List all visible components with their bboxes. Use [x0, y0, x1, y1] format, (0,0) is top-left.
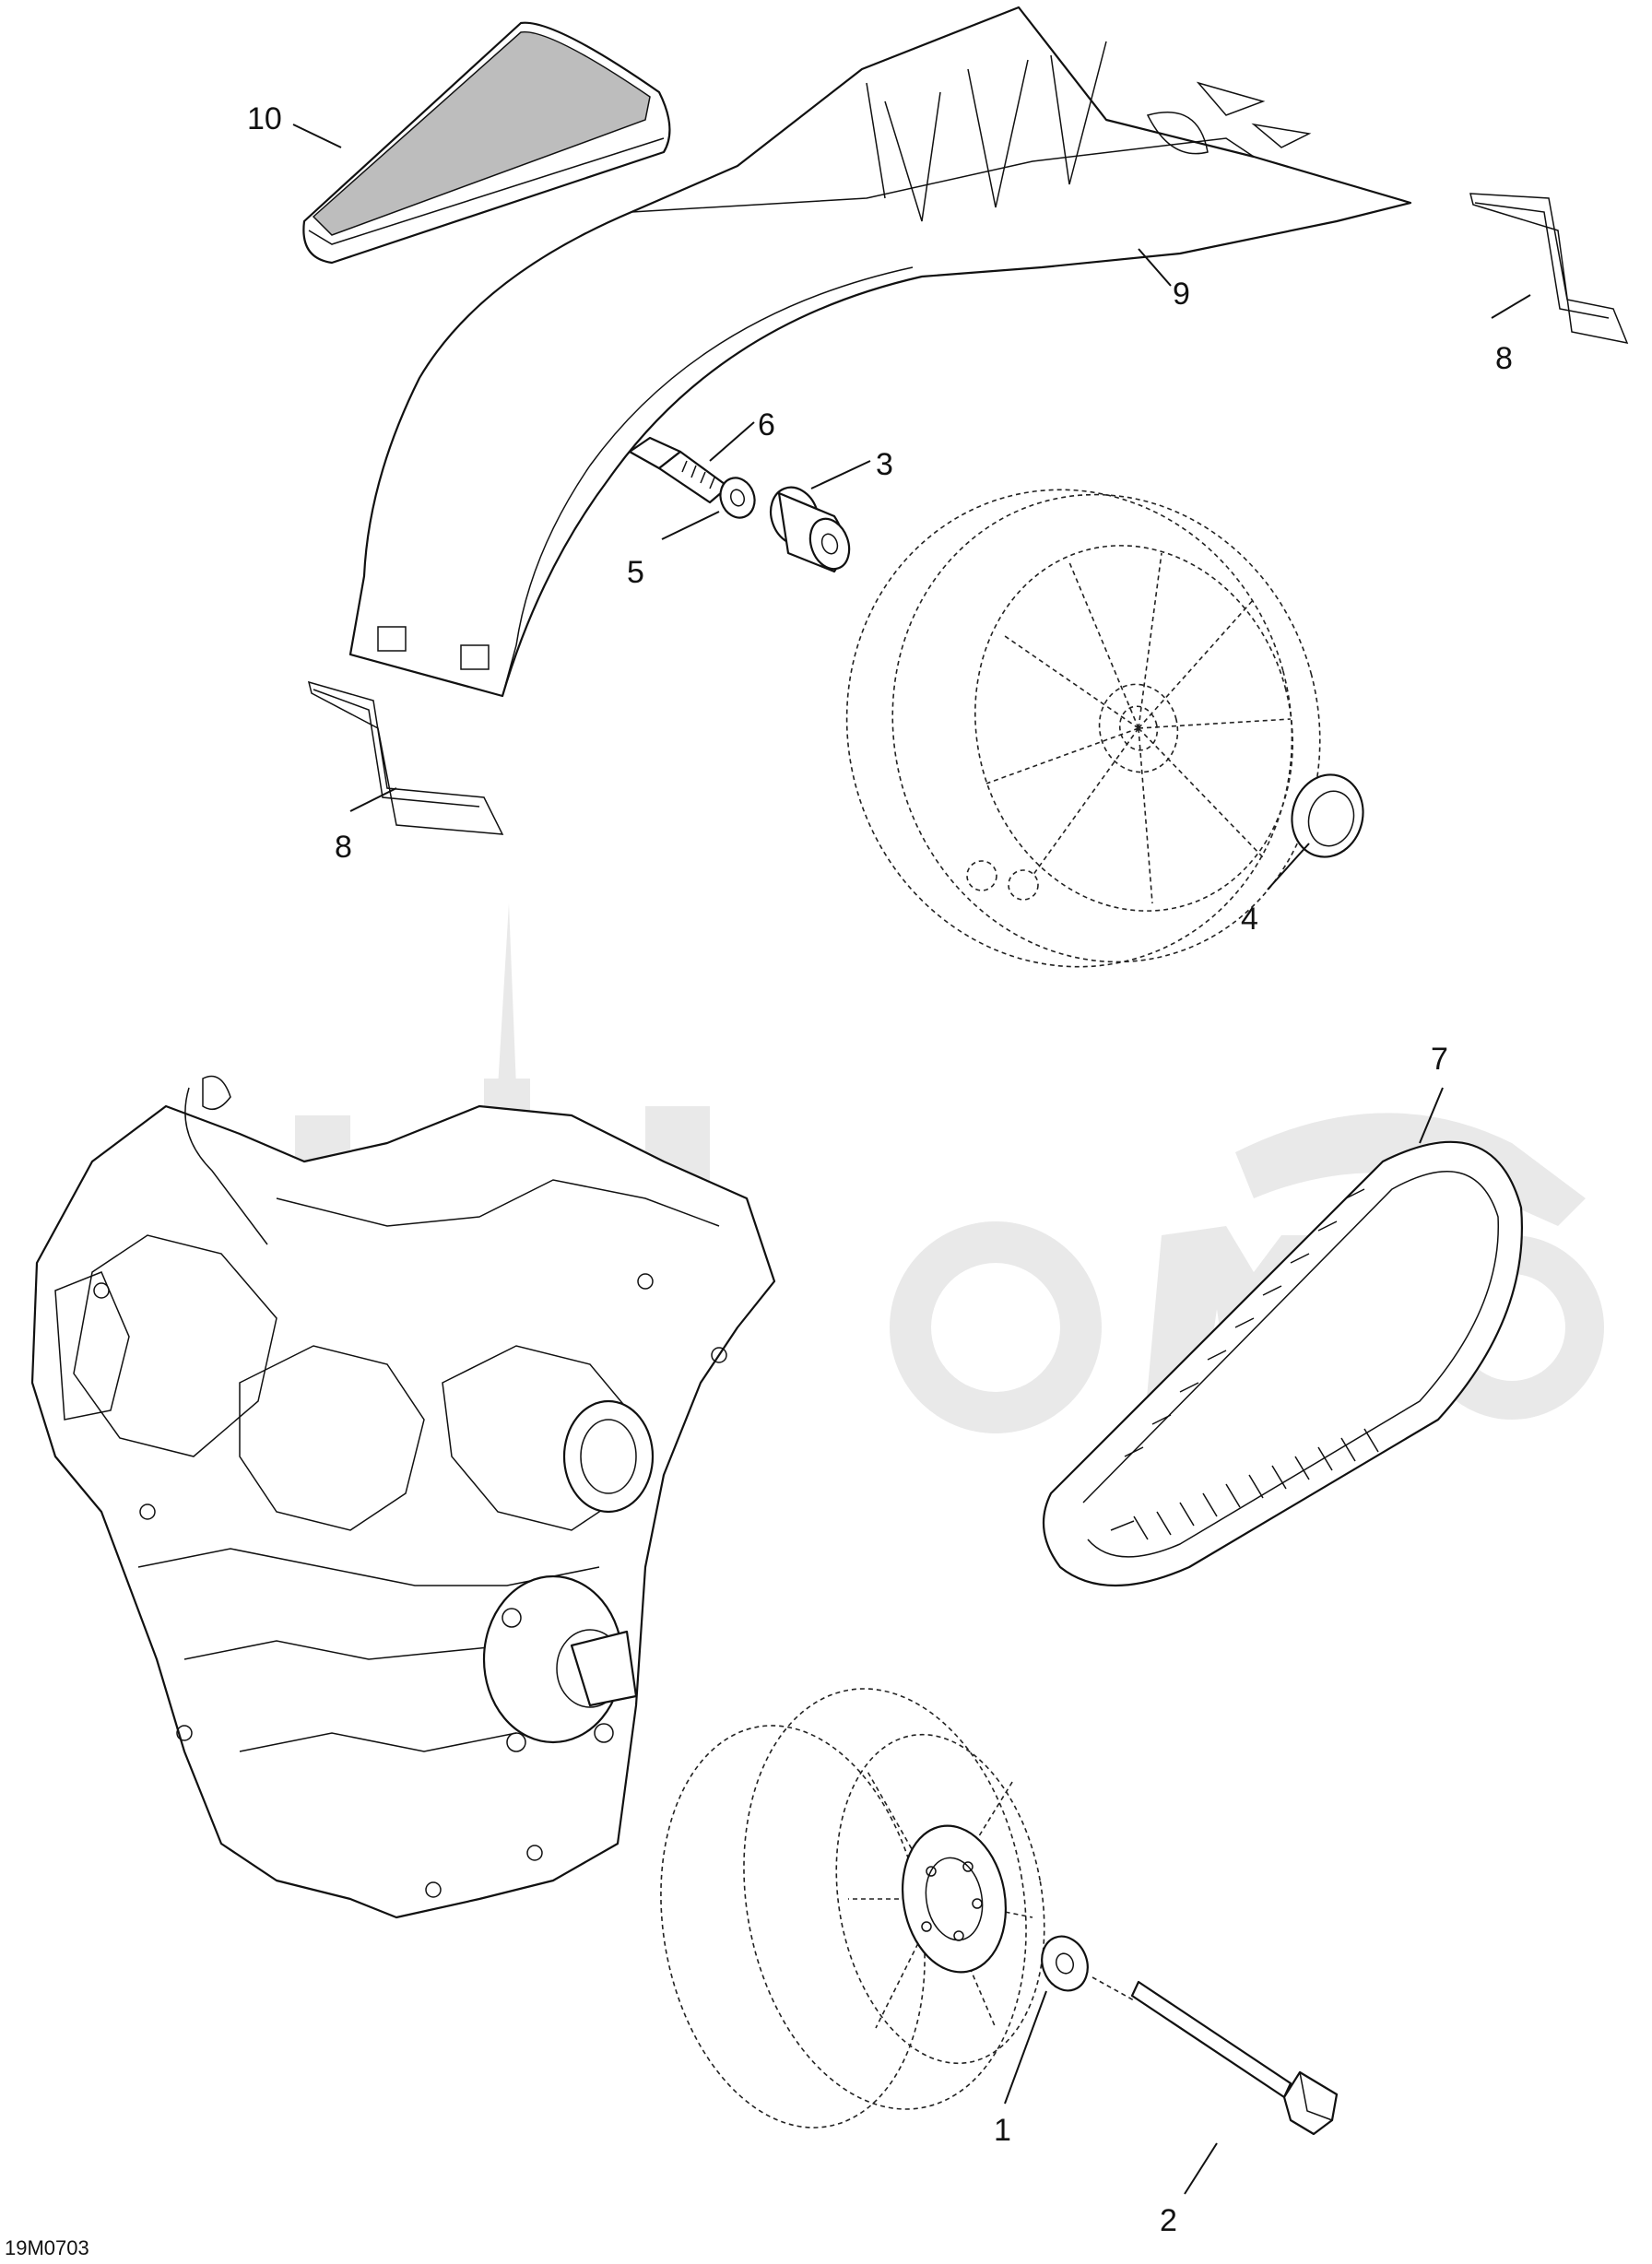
callout-1: 1 — [994, 2113, 1011, 2148]
callout-5: 5 — [627, 555, 644, 590]
callout-4: 4 — [1241, 902, 1258, 937]
drive-pulley-outline — [660, 1688, 1045, 2128]
foam-pad-part-10 — [302, 21, 671, 265]
reference-code: 19M0703 — [5, 2236, 89, 2259]
bolt-part-2 — [1092, 1976, 1339, 2136]
driven-pulley-outline — [845, 489, 1321, 968]
ring-part-4 — [1291, 773, 1364, 858]
leader-lines — [292, 124, 1531, 2195]
washer-part-5 — [719, 477, 756, 519]
clip-part-8-right — [1469, 193, 1629, 345]
clip-part-8-left — [307, 680, 504, 835]
callout-6: 6 — [758, 407, 775, 442]
callout-10: 10 — [247, 101, 282, 136]
engine-block — [30, 1075, 776, 1919]
callout-9: 9 — [1173, 277, 1190, 312]
callout-8-right: 8 — [1495, 341, 1513, 376]
bushing-part-3 — [769, 486, 851, 573]
drive-belt-part-7 — [1042, 1140, 1523, 1586]
callout-3: 3 — [876, 447, 893, 482]
callout-8-left: 8 — [335, 830, 352, 865]
callout-2: 2 — [1160, 2203, 1177, 2238]
callouts: 10 9 8 6 3 5 8 4 7 1 2 — [247, 101, 1513, 2238]
callout-7: 7 — [1431, 1042, 1448, 1077]
belt-guard-part-9 — [348, 6, 1412, 698]
washer-part-1 — [1041, 1935, 1089, 1992]
bolt-part-6 — [628, 436, 730, 504]
